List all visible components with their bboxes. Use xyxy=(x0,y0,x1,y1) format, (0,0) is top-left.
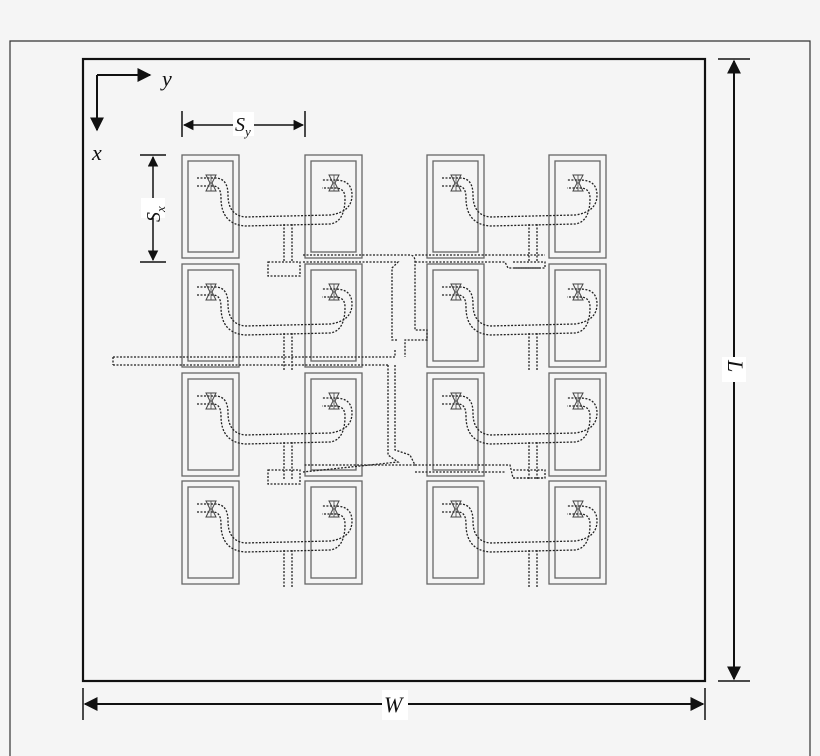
length-label: L xyxy=(723,359,748,372)
coordinate-axes: y x xyxy=(90,66,172,165)
outer-frame xyxy=(9,40,811,756)
antenna-element xyxy=(548,154,607,259)
y-axis-label: y xyxy=(160,66,172,91)
antenna-element xyxy=(304,480,363,585)
spacing-x-dimension: Sx xyxy=(140,154,168,263)
antenna-element xyxy=(548,372,607,477)
spacing-x-label: Sx xyxy=(143,206,168,222)
x-axis-label: x xyxy=(91,140,102,165)
antenna-element xyxy=(548,263,607,368)
antenna-elements xyxy=(181,154,607,585)
antenna-element xyxy=(304,372,363,477)
spacing-y-dimension: Sy xyxy=(181,111,306,139)
width-label: W xyxy=(384,692,404,717)
antenna-element xyxy=(548,480,607,585)
antenna-element xyxy=(304,154,363,259)
width-dimension: W xyxy=(82,688,706,720)
board-outline xyxy=(81,57,707,683)
spacing-y-label: Sy xyxy=(235,114,251,139)
antenna-element xyxy=(304,263,363,368)
length-dimension: L xyxy=(718,58,750,682)
feed-network xyxy=(112,177,598,589)
